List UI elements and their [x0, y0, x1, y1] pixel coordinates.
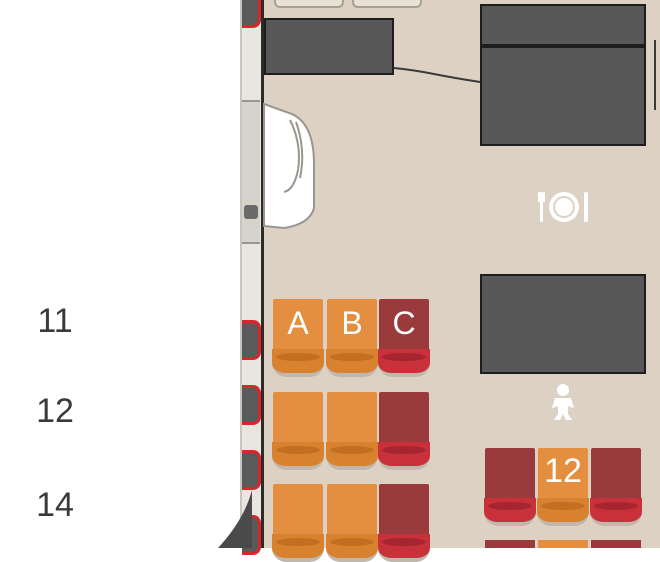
row-number-12: 12	[36, 392, 74, 430]
lavatory-unit-top	[480, 4, 646, 46]
window	[242, 450, 261, 490]
connector-line	[394, 67, 481, 83]
seat-12E[interactable]: 12	[537, 448, 589, 526]
seat-14C[interactable]	[378, 484, 430, 562]
door-swing-shape	[263, 102, 315, 230]
seat-11C[interactable]: C	[378, 299, 430, 377]
plate-cutlery-icon	[538, 192, 588, 222]
seat-partial	[591, 540, 641, 548]
baby-icon	[552, 384, 574, 420]
seat-partial	[274, 0, 344, 8]
window	[242, 0, 261, 28]
seat-12F[interactable]	[590, 448, 642, 526]
seat-11B[interactable]: B	[326, 299, 378, 377]
seat-letter: C	[392, 305, 416, 341]
seat-12B[interactable]	[326, 392, 378, 470]
window	[242, 385, 261, 425]
cabin-edge-line	[654, 40, 656, 110]
seat-14A[interactable]	[272, 484, 324, 562]
seat-11A[interactable]: A	[272, 299, 324, 377]
seat-partial	[485, 540, 535, 548]
seat-14B[interactable]	[326, 484, 378, 562]
row-number-panel	[0, 0, 240, 548]
seat-12C[interactable]	[378, 392, 430, 470]
window	[242, 320, 261, 360]
galley-unit-lower	[480, 274, 646, 374]
galley-unit	[264, 18, 394, 75]
exit-door	[242, 100, 260, 244]
row-number-14: 14	[36, 486, 74, 524]
door-handle	[244, 205, 258, 219]
row-label: 12	[544, 452, 582, 490]
seat-letter: A	[287, 305, 309, 341]
row-number-11: 11	[37, 302, 73, 340]
seat-partial	[538, 540, 588, 548]
seat-letter: B	[341, 305, 363, 341]
fuselage-curve	[218, 490, 252, 548]
seat-partial	[352, 0, 422, 8]
seat-12A[interactable]	[272, 392, 324, 470]
seat-12D[interactable]	[484, 448, 536, 526]
lavatory-unit	[480, 46, 646, 146]
